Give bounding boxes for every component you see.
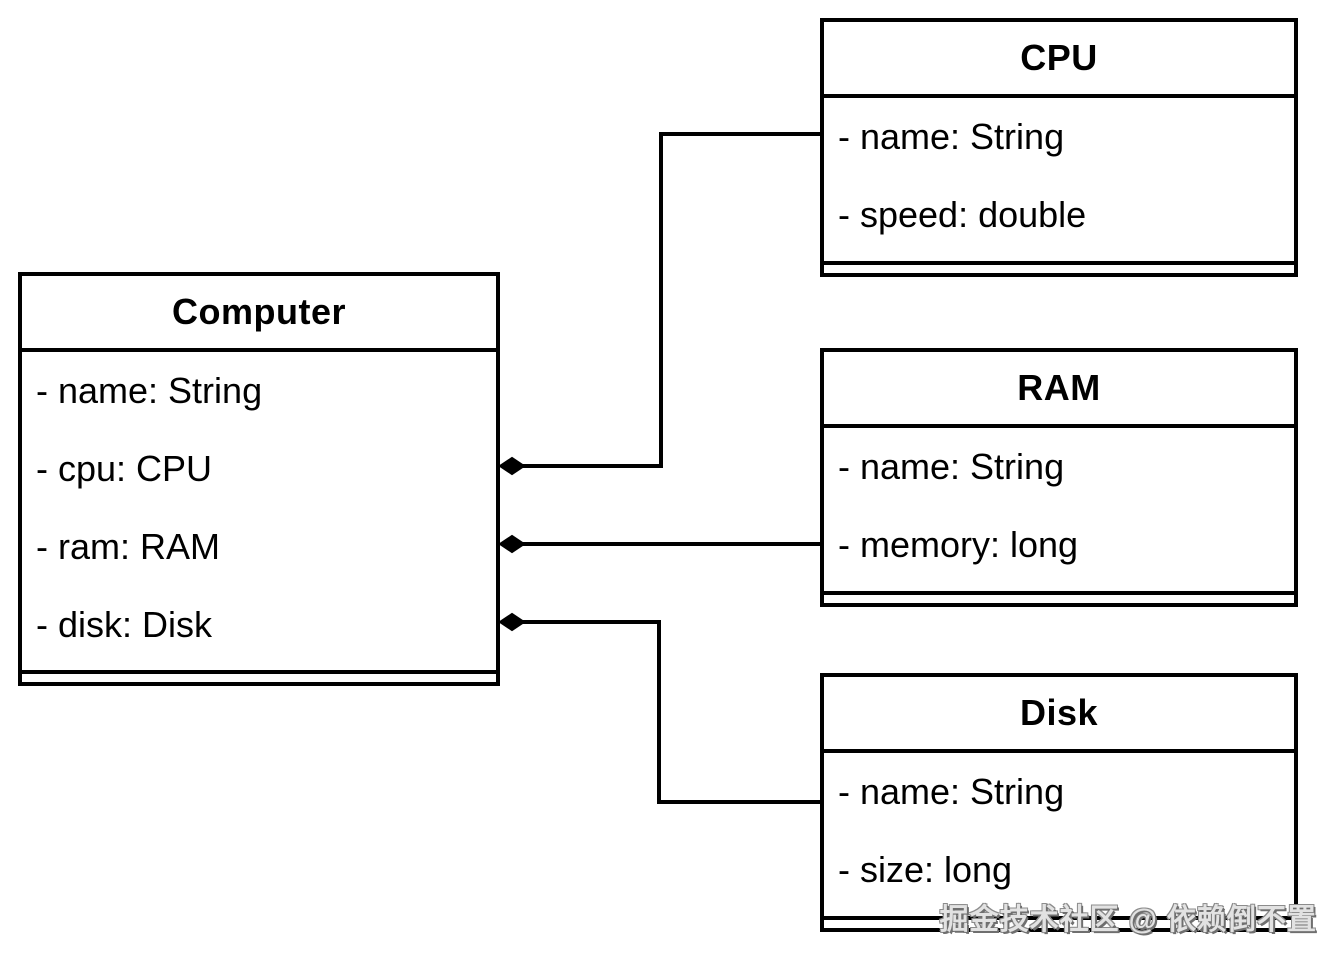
attribute-row: - speed: double: [838, 194, 1087, 235]
class-box-computer: Computer - name: String - cpu: CPU - ram…: [18, 272, 500, 686]
composition-diamond-icon: [498, 456, 526, 476]
watermark-text: 掘金技术社区 @ 依赖倒不置: [939, 904, 1317, 936]
attribute-row: - size: long: [838, 849, 1013, 890]
methods-compartment-empty: [824, 920, 1294, 928]
attribute-row: - name: String: [838, 446, 1065, 487]
class-title-cpu: CPU: [824, 22, 1294, 98]
composition-diamond-icon: [498, 534, 526, 554]
attributes-compartment: - name: String - speed: double: [824, 98, 1294, 265]
attribute-row: - disk: Disk: [36, 604, 213, 645]
attributes-compartment: - name: String - size: long: [824, 753, 1294, 920]
attribute-row: - cpu: CPU: [36, 448, 213, 489]
class-box-disk: Disk - name: String - size: long: [820, 673, 1298, 932]
attribute-row: - name: String: [838, 116, 1065, 157]
connector-computer-disk: [512, 620, 820, 804]
class-box-cpu: CPU - name: String - speed: double: [820, 18, 1298, 277]
attributes-compartment: - name: String - memory: long: [824, 428, 1294, 595]
attribute-row: - memory: long: [838, 524, 1079, 565]
attribute-row: - name: String: [36, 370, 263, 411]
class-box-ram: RAM - name: String - memory: long: [820, 348, 1298, 607]
class-title-computer: Computer: [22, 276, 496, 352]
composition-diamond-icon: [498, 612, 526, 632]
methods-compartment-empty: [22, 674, 496, 682]
attribute-row: - name: String: [838, 771, 1065, 812]
class-title-disk: Disk: [824, 677, 1294, 753]
connector-computer-cpu: [512, 132, 820, 468]
methods-compartment-empty: [824, 265, 1294, 273]
methods-compartment-empty: [824, 595, 1294, 603]
class-title-ram: RAM: [824, 352, 1294, 428]
attribute-row: - ram: RAM: [36, 526, 220, 567]
attributes-compartment: - name: String - cpu: CPU - ram: RAM - d…: [22, 352, 496, 674]
